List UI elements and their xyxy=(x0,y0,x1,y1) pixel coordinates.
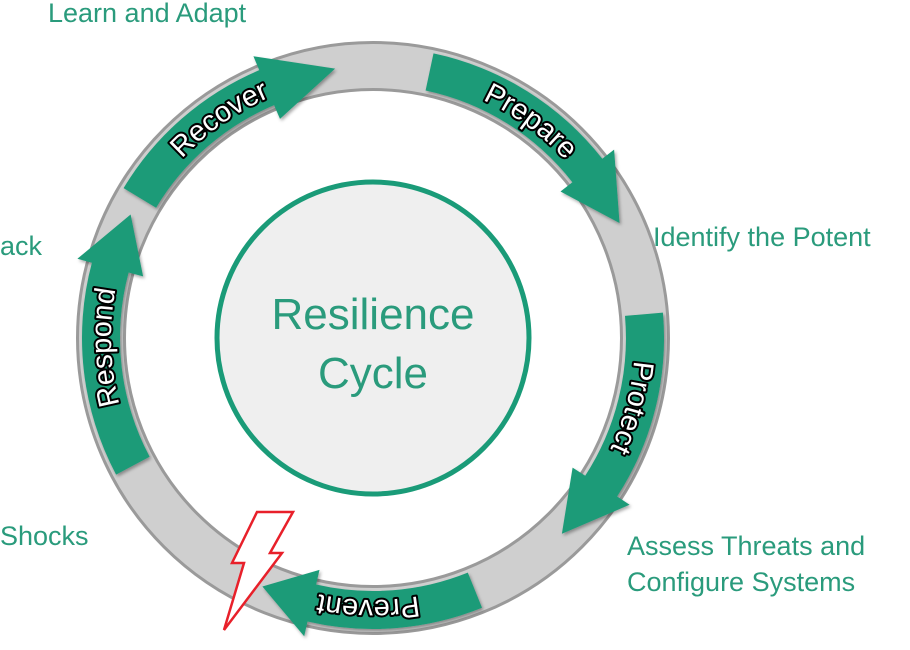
arrow-prevent xyxy=(262,569,482,637)
arrow-recover xyxy=(123,56,336,208)
label-learn-and-adapt: Learn and Adapt xyxy=(48,0,247,28)
label-assess-threats: Assess Threats and xyxy=(627,531,866,561)
center-title-line1: Resilience xyxy=(272,290,475,339)
stage-label-prevent: Prevent xyxy=(314,587,422,625)
label-configure-systems: Configure Systems xyxy=(627,567,856,597)
lightning-bolt-icon xyxy=(222,510,296,631)
stage-arrows xyxy=(77,53,665,637)
label-shocks: Shocks xyxy=(0,521,89,551)
label-ack: ack xyxy=(0,231,43,261)
arrow-respond xyxy=(77,214,150,475)
center-title-line2: Cycle xyxy=(318,349,428,398)
arrow-prepare xyxy=(425,53,620,224)
label-identify-potential: Identify the Potent xyxy=(653,222,871,252)
center-circle xyxy=(214,179,532,497)
arrow-protect xyxy=(561,312,665,534)
